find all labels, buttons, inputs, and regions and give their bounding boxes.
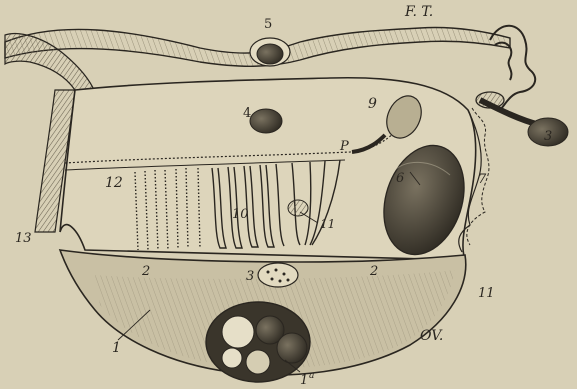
- label-9: 9: [368, 96, 377, 112]
- label-1a-superscript: a: [309, 371, 314, 381]
- label-12: 12: [105, 175, 123, 191]
- structure-5-body: [257, 44, 283, 64]
- label-ft: F. T.: [404, 4, 433, 20]
- label-2-right: 2: [369, 264, 378, 279]
- label-2-left: 2: [141, 264, 150, 279]
- structure-8-stalk: [480, 100, 540, 125]
- label-8: 3: [544, 129, 552, 144]
- follicle-ovum-c: [277, 333, 307, 363]
- label-p: P: [339, 139, 349, 154]
- label-6: 6: [396, 171, 404, 186]
- label-11-small: 11: [320, 217, 335, 231]
- label-11: 11: [478, 286, 495, 301]
- follicle-ovum-e: [222, 348, 242, 368]
- label-5: 5: [264, 17, 272, 32]
- label-7: 7: [478, 172, 487, 187]
- label-13: 13: [15, 231, 32, 246]
- follicle-ovum-d: [246, 350, 270, 374]
- structure-11-body: [288, 200, 308, 216]
- structure-4-body: [250, 109, 282, 133]
- structure-3-follicle: [258, 263, 298, 287]
- label-4: 4: [243, 106, 251, 121]
- label-3-left: 3: [246, 269, 254, 284]
- label-10: 10: [232, 207, 249, 222]
- follicle-ovum-a: [222, 316, 254, 348]
- label-1a: 1: [300, 373, 308, 388]
- label-1: 1: [112, 340, 121, 356]
- label-ov: OV.: [420, 328, 443, 344]
